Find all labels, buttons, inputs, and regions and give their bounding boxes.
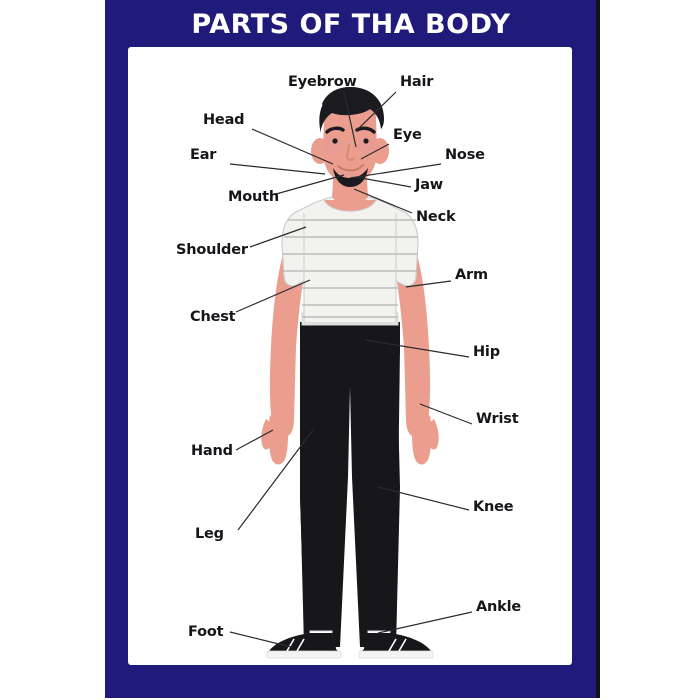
eye-right — [363, 138, 369, 144]
head-group — [311, 87, 389, 187]
leader-line-shoulder — [249, 226, 307, 248]
leader-line-wrist — [419, 403, 473, 425]
leader-line-eyebrow — [343, 91, 357, 148]
body-part-label-arm: Arm — [455, 267, 488, 283]
beard-shape — [333, 168, 368, 187]
leader-line-foot — [229, 631, 292, 648]
shoes — [266, 633, 434, 659]
leader-line-ankle — [377, 611, 473, 634]
body-part-label-head: Head — [203, 112, 245, 128]
leader-line-neck — [353, 188, 413, 214]
figure-group — [261, 87, 439, 659]
body-part-label-chest: Chest — [190, 309, 236, 325]
leader-line-leg — [237, 429, 314, 531]
body-part-label-wrist: Wrist — [476, 411, 519, 427]
body-part-label-hip: Hip — [473, 344, 500, 360]
body-part-label-foot: Foot — [188, 624, 224, 640]
leader-line-eye — [360, 143, 390, 160]
leader-line-hand — [235, 429, 274, 451]
body-part-label-eyebrow: Eyebrow — [288, 74, 357, 90]
leader-line-knee — [377, 486, 470, 511]
leader-line-mouth — [275, 174, 345, 195]
body-part-label-mouth: Mouth — [228, 189, 279, 205]
leader-line-nose — [349, 163, 442, 179]
eye-left — [332, 138, 338, 144]
body-part-label-knee: Knee — [473, 499, 514, 515]
blush-right — [357, 136, 379, 154]
body-part-label-ear: Ear — [190, 147, 217, 163]
body-part-label-ankle: Ankle — [476, 599, 521, 615]
body-part-label-hair: Hair — [400, 74, 434, 90]
leader-line-jaw — [355, 176, 412, 188]
body-diagram — [229, 87, 473, 659]
leader-line-hair — [355, 91, 397, 132]
body-part-label-shoulder: Shoulder — [176, 242, 248, 258]
page-title: PARTS OF THA BODY — [191, 9, 511, 40]
body-part-label-hand: Hand — [191, 443, 233, 459]
pants-legs — [300, 322, 400, 647]
body-part-label-nose: Nose — [445, 147, 485, 163]
blush-left — [322, 136, 344, 154]
leader-line-chest — [235, 279, 311, 313]
leader-line-hip — [364, 339, 470, 358]
body-part-label-jaw: Jaw — [415, 177, 443, 193]
leader-lines — [229, 91, 473, 648]
shirt — [281, 194, 419, 324]
body-part-label-leg: Leg — [195, 526, 224, 542]
leader-line-ear — [229, 163, 326, 175]
poster-right-edge — [596, 0, 600, 698]
body-part-label-neck: Neck — [416, 209, 456, 225]
face-shape — [323, 95, 377, 183]
leader-line-arm — [405, 280, 452, 288]
mouth-shape — [337, 164, 364, 172]
eyebrow-left — [325, 126, 345, 134]
leader-line-head — [251, 128, 334, 165]
nose-shape — [345, 143, 356, 161]
body-part-label-eye: Eye — [393, 127, 422, 143]
